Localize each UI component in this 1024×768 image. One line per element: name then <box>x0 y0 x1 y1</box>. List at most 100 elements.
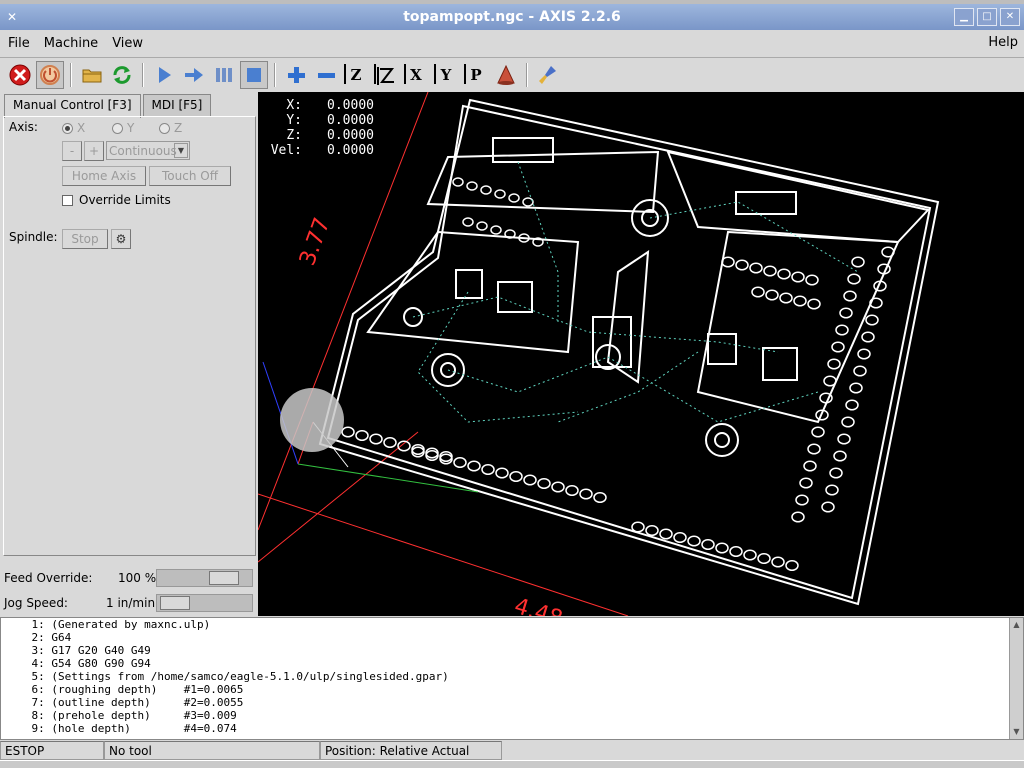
jog-increment-select[interactable]: Continuous ▼ <box>106 141 190 160</box>
zoom-out-icon[interactable] <box>312 61 340 89</box>
feed-override-handle[interactable] <box>209 571 239 585</box>
menu-help[interactable]: Help <box>988 35 1018 50</box>
scroll-down-icon[interactable]: ▼ <box>1013 727 1020 736</box>
spindle-brake-icon[interactable]: ⚙ <box>111 229 131 249</box>
pad <box>523 474 537 486</box>
radio-dot <box>62 122 73 134</box>
jog-minus-button[interactable]: - <box>62 141 82 161</box>
tab-mdi[interactable]: MDI [F5] <box>142 94 212 116</box>
pad <box>579 488 593 500</box>
pad <box>881 246 895 258</box>
gcode-scrollbar[interactable]: ▲ ▼ <box>1009 618 1023 739</box>
checkbox-box <box>62 194 73 206</box>
pad <box>847 273 861 285</box>
gcode-line[interactable]: 7: (outline depth) #2=0.0055 <box>5 696 244 709</box>
pad <box>795 494 809 506</box>
pause-icon[interactable] <box>210 61 238 89</box>
machine-power-icon[interactable] <box>36 60 64 89</box>
jog-speed-label: Jog Speed: <box>4 596 68 610</box>
view-perspective-icon[interactable]: P <box>462 61 490 89</box>
step-icon[interactable] <box>180 61 208 89</box>
pad <box>803 460 817 472</box>
jog-plus-button[interactable]: + <box>84 141 104 161</box>
stop-icon[interactable] <box>240 60 268 89</box>
zoom-in-icon[interactable] <box>282 61 310 89</box>
toolbar-separator <box>70 62 72 87</box>
maximize-icon[interactable]: □ <box>977 8 997 26</box>
gcode-line[interactable]: 5: (Settings from /home/samco/eagle-5.1.… <box>5 670 449 683</box>
toolpath-plot: 3.77 4.48 <box>258 92 940 616</box>
touch-off-button[interactable]: Touch Off <box>149 166 231 186</box>
gcode-lines: 1: (Generated by maxnc.ulp) 2: G64 3: G1… <box>1 618 1023 735</box>
clear-live-plot-icon[interactable] <box>534 61 562 89</box>
axis-radio-z[interactable]: Z <box>159 121 182 135</box>
reload-icon[interactable] <box>108 61 136 89</box>
pad <box>857 348 871 360</box>
toolpath-preview[interactable]: 3.77 4.48 X:0.0000 Y:0.0000 Z:0.0000 Vel… <box>258 92 1024 616</box>
pad <box>532 237 544 247</box>
dro-row-vel: Vel:0.0000 <box>262 143 374 158</box>
feed-override-slider[interactable] <box>156 569 253 587</box>
close-icon[interactable]: ✕ <box>1000 8 1020 26</box>
gcode-line[interactable]: 6: (roughing depth) #1=0.0065 <box>5 683 244 696</box>
estop-icon[interactable] <box>6 61 34 89</box>
pad <box>805 274 819 286</box>
spindle-stop-button[interactable]: Stop <box>62 229 108 249</box>
pad <box>673 531 687 544</box>
run-icon[interactable] <box>150 61 178 89</box>
menu-machine[interactable]: Machine <box>43 35 99 51</box>
taskbar <box>0 760 1024 768</box>
machine-state: ESTOP <box>0 741 104 760</box>
height-dimension-label: 3.77 <box>295 214 335 269</box>
gcode-listing[interactable]: 1: (Generated by maxnc.ulp) 2: G64 3: G1… <box>0 617 1024 740</box>
view-y-icon[interactable]: Y <box>432 61 460 89</box>
pad <box>593 491 607 504</box>
toolbar: Z X Y P <box>0 57 1024 91</box>
gcode-line[interactable]: 2: G64 <box>5 631 72 644</box>
pad <box>777 268 791 280</box>
open-file-icon[interactable] <box>78 61 106 89</box>
axis-radio-x[interactable]: X <box>62 121 85 135</box>
view-x-icon[interactable]: X <box>402 61 430 89</box>
scroll-up-icon[interactable]: ▲ <box>1013 620 1020 629</box>
pad <box>873 280 887 292</box>
pad <box>425 449 439 462</box>
menu-view[interactable]: View <box>112 35 144 51</box>
window-menu-icon[interactable]: ✕ <box>6 10 18 24</box>
axis-x-label: X <box>77 121 86 135</box>
pad <box>815 409 829 421</box>
pad <box>845 399 859 411</box>
left-panel: Manual Control [F3] MDI [F5] Axis: X Y Z… <box>0 92 258 616</box>
pad <box>631 521 645 533</box>
home-axis-button[interactable]: Home Axis <box>62 166 146 186</box>
pad <box>715 542 729 554</box>
view-z-icon[interactable]: Z <box>342 61 370 89</box>
pad <box>877 263 891 275</box>
gcode-line[interactable]: 4: G54 G80 G90 G94 <box>5 657 151 670</box>
gcode-line[interactable]: 1: (Generated by maxnc.ulp) <box>5 618 211 631</box>
axis-radio-y[interactable]: Y <box>112 121 134 135</box>
toolbar-separator <box>142 62 144 87</box>
pad <box>851 256 865 268</box>
toggle-tool-icon[interactable] <box>492 61 520 89</box>
jog-speed-slider[interactable] <box>156 594 253 612</box>
pad <box>865 314 879 326</box>
gcode-line[interactable]: 9: (hole depth) #4=0.074 <box>5 722 237 735</box>
pad <box>383 436 397 449</box>
jog-speed-handle[interactable] <box>160 596 190 610</box>
pad <box>397 440 411 452</box>
pad <box>645 524 659 537</box>
dro-y-value: 0.0000 <box>327 113 374 128</box>
tool-status: No tool <box>104 741 320 760</box>
override-limits-label: Override Limits <box>79 193 171 207</box>
gcode-line[interactable]: 8: (prehole depth) #3=0.009 <box>5 709 237 722</box>
view-rotated-z-icon[interactable] <box>372 61 400 89</box>
pad <box>841 416 855 428</box>
override-limits-checkbox[interactable]: Override Limits <box>62 193 171 207</box>
view-x-label: X <box>410 65 422 84</box>
view-z-label: Z <box>350 65 362 84</box>
minimize-icon[interactable]: ▁ <box>954 8 974 26</box>
menu-file[interactable]: File <box>8 35 30 51</box>
tab-manual-control[interactable]: Manual Control [F3] <box>4 94 141 118</box>
gcode-line[interactable]: 3: G17 G20 G40 G49 <box>5 644 151 657</box>
